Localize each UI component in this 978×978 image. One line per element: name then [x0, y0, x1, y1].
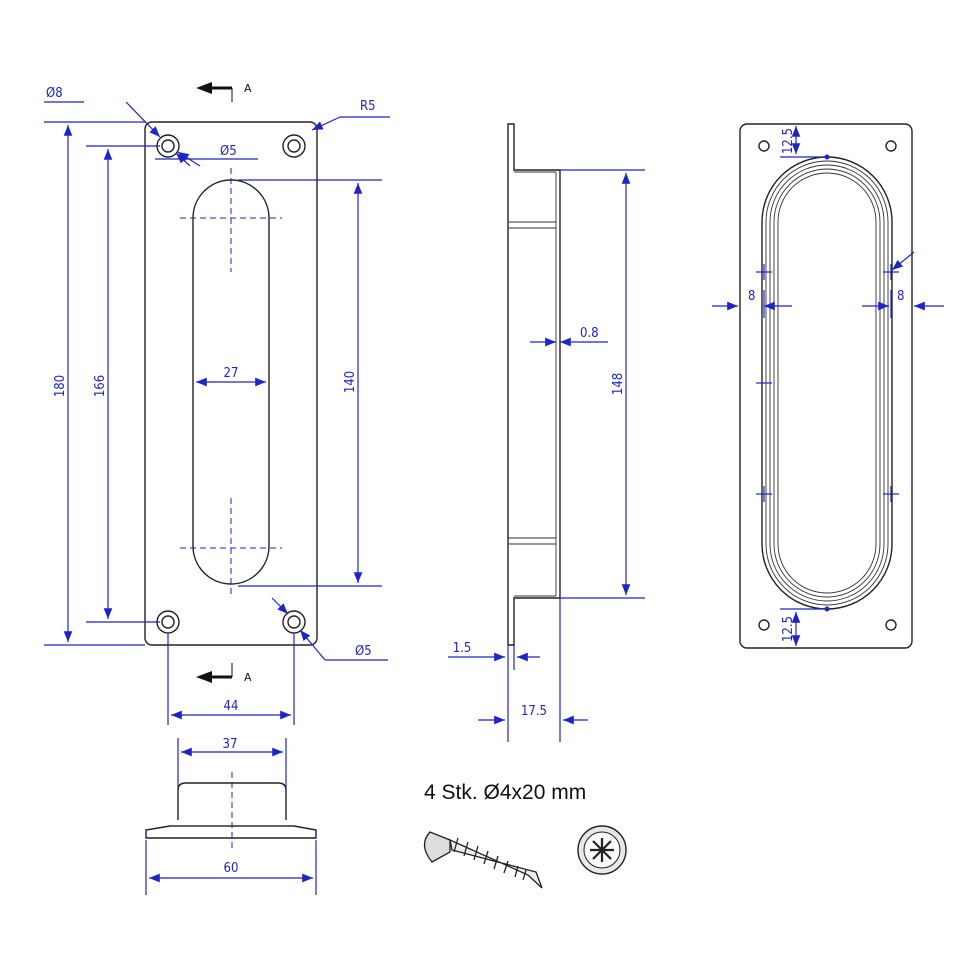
- screw-icon: [423, 831, 543, 889]
- dim-180: 180: [44, 125, 145, 646]
- back-hole-bottom-left: [758, 619, 770, 631]
- section-marker-bottom: A: [196, 663, 252, 684]
- bottom-view-flange: [145, 825, 317, 839]
- label-diam5-top: Ø5: [220, 144, 237, 159]
- side-view: 0.8 148 1.5 17.5: [448, 123, 645, 742]
- dim-diam5-top: Ø5: [155, 144, 258, 167]
- side-profile: [507, 123, 561, 646]
- label-148: 148: [611, 373, 626, 395]
- dim-27: 27: [196, 366, 266, 387]
- front-plate-outline: [144, 121, 318, 646]
- front-center-lines: [180, 168, 282, 596]
- label-37: 37: [223, 737, 238, 752]
- dim-diam8: Ø8: [44, 86, 191, 167]
- label-27: 27: [224, 366, 239, 381]
- front-hole-bottom-right: [282, 610, 306, 634]
- label-0-8: 0.8: [580, 326, 599, 341]
- label-60: 60: [224, 861, 239, 876]
- section-marker-top: A: [196, 82, 252, 102]
- label-diam5-bottom: Ø5: [355, 644, 372, 659]
- dim-r5: R5: [311, 99, 390, 131]
- label-17-5: 17.5: [521, 704, 547, 719]
- front-hole-bottom-left: [156, 610, 180, 634]
- label-1-5: 1.5: [453, 641, 472, 656]
- label-44: 44: [224, 699, 239, 714]
- label-8-left: 8: [748, 289, 755, 304]
- label-166: 166: [93, 375, 108, 397]
- back-view: 12.5 12.5 8 8: [712, 123, 944, 649]
- bottom-view: 37 60: [145, 737, 317, 895]
- dim-166: 166: [86, 145, 160, 623]
- back-hole-top-left: [758, 140, 770, 152]
- front-hole-top-left: [156, 134, 180, 158]
- back-hole-bottom-right: [885, 619, 897, 631]
- back-hole-top-right: [885, 140, 897, 152]
- section-label-bottom: A: [244, 671, 252, 684]
- label-140: 140: [343, 371, 358, 393]
- dim-diam5-bottom: Ø5: [271, 597, 388, 661]
- section-label-top: A: [244, 82, 252, 95]
- label-12-5-bottom: 12.5: [781, 616, 796, 642]
- front-hole-top-right: [282, 134, 306, 158]
- dim-44: 44: [167, 634, 295, 725]
- label-12-5-top: 12.5: [781, 128, 796, 154]
- back-ticks: [756, 264, 899, 502]
- back-cup-outline-1: [761, 156, 893, 610]
- front-view: Ø8 R5 Ø5 180 166: [44, 82, 390, 725]
- caption-screws: 4 Stk. Ø4x20 mm: [424, 781, 586, 804]
- label-r5: R5: [360, 99, 376, 114]
- screw-head-icon: [577, 825, 627, 875]
- label-180: 180: [53, 375, 68, 397]
- label-8-right: 8: [897, 289, 904, 304]
- back-plate-outline: [739, 123, 913, 649]
- label-diam8: Ø8: [46, 86, 63, 101]
- dim-140: 140: [238, 179, 382, 587]
